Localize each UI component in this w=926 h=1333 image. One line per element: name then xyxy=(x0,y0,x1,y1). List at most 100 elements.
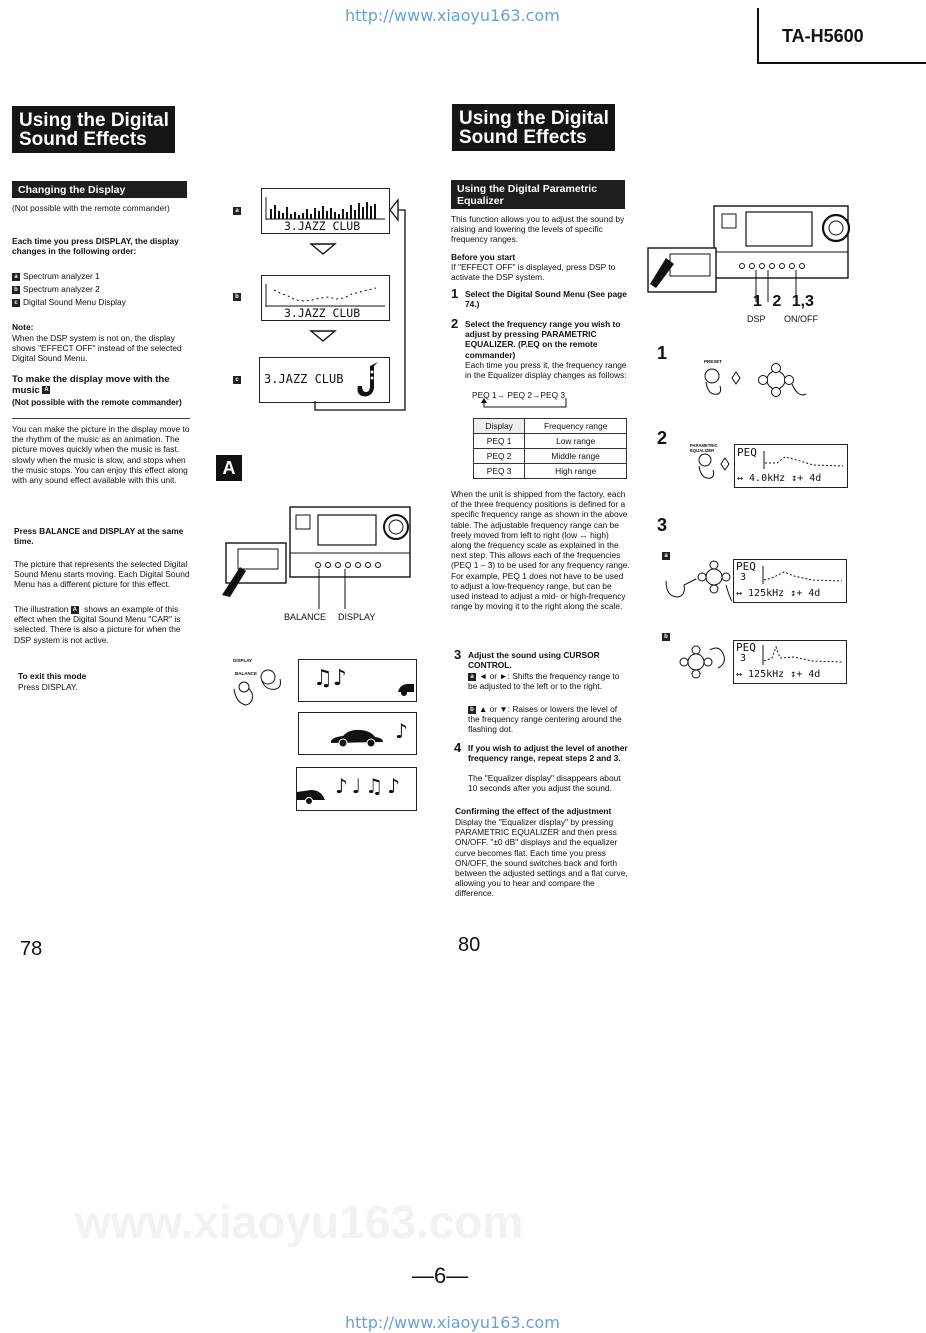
peq-label: PEQ xyxy=(737,446,757,459)
peq-table: Display Frequency range PEQ 1 Low range … xyxy=(472,418,627,479)
step-3a: a◄ or ►: Shifts the frequency range to b… xyxy=(468,671,630,691)
note-title: Note: xyxy=(12,322,34,332)
lcd-spectrum-1: 3.JAZZ CLUB xyxy=(261,188,390,234)
table-cell: PEQ 1 xyxy=(472,433,526,449)
right-banner-line1: Using the Digital xyxy=(459,108,609,129)
table-header: Frequency range xyxy=(524,418,627,434)
small-display-label: DISPLAY xyxy=(233,658,253,663)
peq-label: PEQ xyxy=(736,560,756,573)
press-text-1: The picture that represents the selected… xyxy=(14,559,190,590)
model-box xyxy=(757,8,926,64)
car-icon xyxy=(331,729,383,748)
step-4-text: The "Equalizer display" disappears about… xyxy=(468,773,621,794)
lcd-text: 3.JAZZ CLUB xyxy=(264,372,344,386)
cursor-control-hands-icon xyxy=(704,363,807,397)
exit-text: Press DISPLAY. xyxy=(18,682,78,692)
peq-number: 3 xyxy=(740,653,747,664)
table-row: PEQ 1 Low range xyxy=(472,433,627,449)
press-title: Press BALANCE and DISPLAY at the same ti… xyxy=(14,526,184,547)
saxophone-icon xyxy=(357,362,378,397)
cursor-control-icon xyxy=(665,560,733,602)
label-A-small: A xyxy=(42,386,51,395)
receiver-unit-illustration xyxy=(222,506,411,609)
callout-numbers: 1 2 1,3 xyxy=(753,293,814,310)
top-url[interactable]: http://www.xiaoyu163.com xyxy=(345,6,560,25)
table-cell: PEQ 2 xyxy=(472,448,526,464)
table-cell: Low range xyxy=(524,433,627,449)
table-cell: PEQ 3 xyxy=(472,463,526,479)
step-1-text: Select the Digital Sound Menu (See page … xyxy=(465,289,627,310)
step-4-bold: If you wish to adjust the level of anoth… xyxy=(468,743,628,764)
fig-step-3: 3 xyxy=(657,515,668,535)
car-icon xyxy=(398,684,414,696)
eq-curve-icon xyxy=(762,645,843,665)
label-a: a xyxy=(12,272,20,281)
peq-cycle: PEQ 1→ PEQ 2→PEQ 3 xyxy=(472,390,566,400)
music-note-icon: ♫♪ xyxy=(313,666,347,691)
table-cell: High range xyxy=(524,463,627,479)
table-row: PEQ 2 Middle range xyxy=(472,448,627,464)
left-page-number: 78 xyxy=(20,938,43,960)
freq-readout: ↔ 4.0kHz ↕+ 4d xyxy=(737,473,822,484)
cycle-return-arrow xyxy=(481,398,567,408)
move-sub: (Not possible with the remote commander) xyxy=(12,397,182,407)
spectrum-bars-icon xyxy=(265,197,385,220)
not-possible-note: (Not possible with the remote commander) xyxy=(12,203,170,213)
eq-curve-icon xyxy=(763,451,844,469)
arrow-down-icon xyxy=(309,243,337,255)
before-text: If "EFFECT OFF" is displayed, press DSP … xyxy=(451,262,616,283)
bottom-url[interactable]: http://www.xiaoyu163.com xyxy=(345,1313,560,1332)
freq-readout: ↔ 125kHz ↕+ 4d xyxy=(736,669,821,680)
spectrum-dots-icon xyxy=(265,284,385,307)
table-header: Display xyxy=(472,418,526,434)
model-number: TA-H5600 xyxy=(782,26,864,46)
step-3-text: Adjust the sound using CURSOR CONTROL. xyxy=(468,650,600,671)
order-text: Spectrum analyzer 1 xyxy=(23,271,100,281)
step-2-bold: Select the frequency range you wish to a… xyxy=(465,319,621,360)
fig-label-b: b xyxy=(233,293,241,301)
table-header-row: Display Frequency range xyxy=(472,418,627,434)
animation-panel-1: ♫♪ xyxy=(298,659,417,702)
fig-sub-label-a: a xyxy=(662,552,670,560)
confirm-title: Confirming the effect of the adjustment xyxy=(455,806,612,816)
right-banner-line2: Sound Effects xyxy=(459,127,587,148)
music-note-icon: ♪♩♫♪ xyxy=(335,774,404,798)
move-text: You can make the picture in the display … xyxy=(12,424,190,486)
exit-title: To exit this mode xyxy=(18,671,87,681)
lcd-text: 3.JAZZ CLUB xyxy=(284,306,361,320)
intro-text: This function allows you to adjust the s… xyxy=(451,214,625,245)
step-3b: b▲ or ▼: Raises or lowers the level of t… xyxy=(468,704,630,735)
order-text: Spectrum analyzer 2 xyxy=(23,284,100,295)
left-banner-line2: Sound Effects xyxy=(19,129,147,150)
car-icon xyxy=(297,790,325,805)
loop-arrow xyxy=(314,198,406,411)
eq-curve-icon xyxy=(762,566,843,584)
confirm-text: Display the "Equalizer display" by press… xyxy=(455,817,628,899)
step-1-number: 1 xyxy=(451,286,459,301)
fig-label-c: c xyxy=(233,376,241,384)
each-time-text: Each time you press DISPLAY, the display… xyxy=(12,236,179,257)
label-c: c xyxy=(12,299,20,308)
step-3b-text: ▲ or ▼: Raises or lowers the level of th… xyxy=(468,704,622,735)
order-text: Digital Sound Menu Display xyxy=(23,297,126,308)
label-a: a xyxy=(468,672,476,681)
divider xyxy=(12,418,190,419)
eq-display-step3a: PEQ 3 ↔ 125kHz ↕+ 4d xyxy=(733,559,847,603)
label-b: b xyxy=(12,285,20,294)
preset-label: PRESET xyxy=(704,359,723,364)
onoff-label: ON/OFF xyxy=(784,314,818,324)
lcd-menu-display: 3.JAZZ CLUB xyxy=(259,357,390,403)
fig-label-a: a xyxy=(233,207,241,215)
freq-readout: ↔ 125kHz ↕+ 4d xyxy=(736,588,821,599)
parametric-eq-title: Using the Digital Parametric Equalizer xyxy=(451,180,625,209)
step-3-number: 3 xyxy=(454,647,462,662)
lcd-spectrum-2: 3.JAZZ CLUB xyxy=(261,275,390,321)
animation-panel-2: ♪ xyxy=(298,712,417,755)
center-page-number: —6— xyxy=(412,1263,469,1288)
move-title: To make the display move with the music … xyxy=(12,374,192,396)
left-banner: Using the Digital Sound Effects xyxy=(12,106,175,153)
step-4-number: 4 xyxy=(454,740,462,755)
